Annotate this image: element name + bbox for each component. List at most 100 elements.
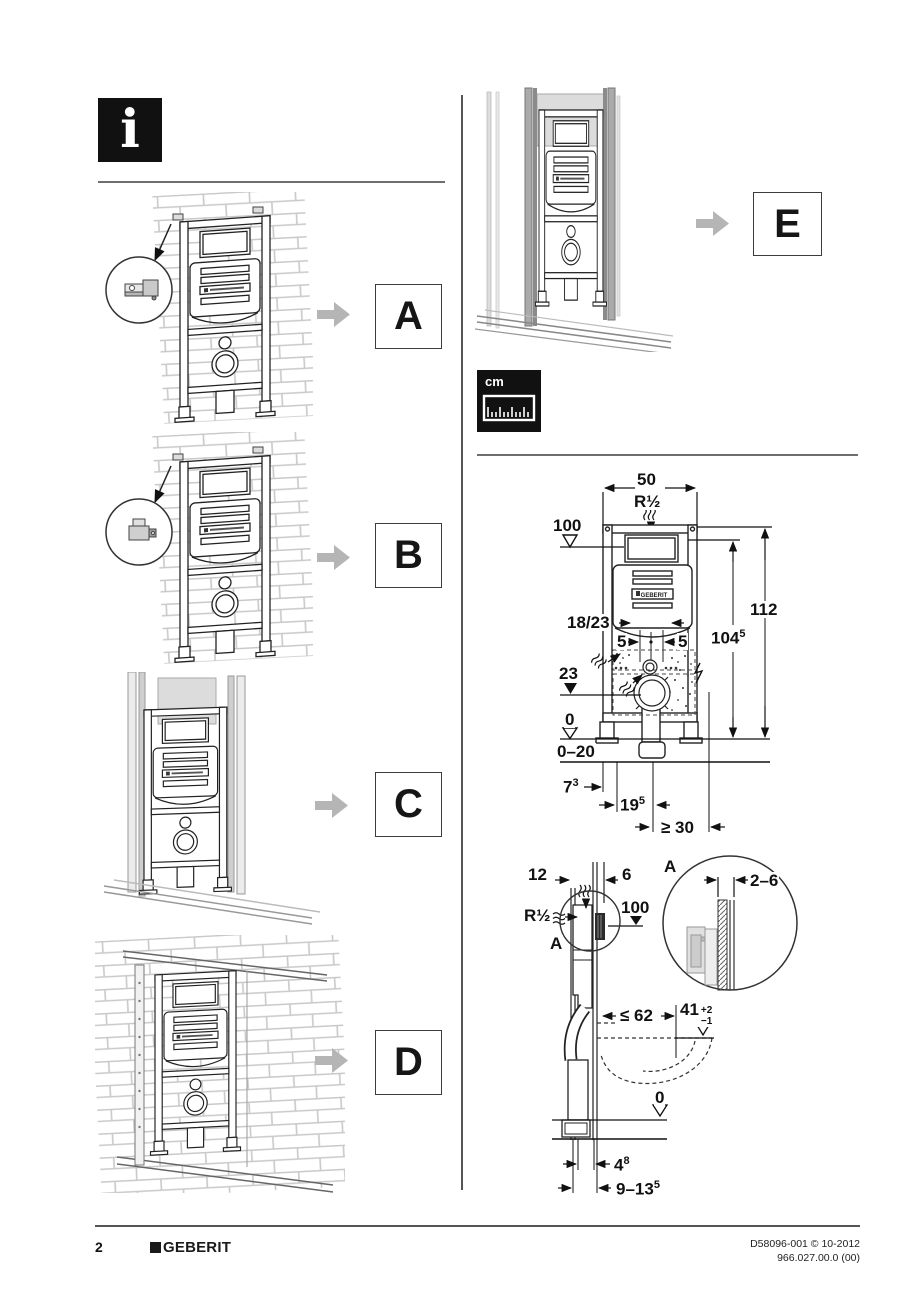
frame-outline bbox=[595, 524, 703, 759]
dim-level-100: 100 bbox=[620, 898, 651, 917]
actuator-box bbox=[595, 913, 605, 940]
step-letter-box-a: A bbox=[375, 284, 442, 349]
wc-bowl-dashed bbox=[597, 1022, 713, 1085]
detail-label-a: A bbox=[549, 934, 564, 953]
step-d-illustration bbox=[95, 935, 345, 1193]
wall-line bbox=[486, 91, 492, 327]
page-number: 2 bbox=[95, 1239, 103, 1255]
step-letter-box-b: B bbox=[375, 523, 442, 588]
step-arrow-icon bbox=[696, 211, 729, 236]
footer-rule bbox=[95, 1225, 860, 1227]
dim-height-104-5: 1045 bbox=[710, 628, 747, 648]
side-view-lines bbox=[552, 855, 798, 1193]
dim-max-62: ≤ 62 bbox=[619, 1006, 654, 1025]
dim-width-50: 50 bbox=[636, 470, 657, 489]
callout-pointer bbox=[154, 223, 172, 262]
detail-callout-label-a: A bbox=[663, 857, 678, 876]
header-rule-left bbox=[98, 181, 445, 183]
geberit-logo: GEBERIT bbox=[150, 1239, 231, 1256]
dim-depth-19-5: 195 bbox=[619, 795, 647, 815]
dim-level-100: 100 bbox=[552, 516, 583, 535]
steel-studs bbox=[127, 672, 246, 897]
supply-squiggle-horizontal bbox=[552, 912, 566, 925]
wall-hook-right bbox=[252, 446, 264, 454]
step-letter-box-e: E bbox=[753, 192, 822, 256]
dim-4-8: 48 bbox=[613, 1155, 631, 1175]
step-e-illustration bbox=[475, 87, 674, 352]
wall-channels bbox=[524, 87, 616, 327]
drain-pipe bbox=[567, 1059, 589, 1121]
step-letter: A bbox=[394, 294, 423, 338]
step-letter-box-d: D bbox=[375, 1030, 442, 1095]
column-divider bbox=[461, 95, 463, 1190]
level-triangle-open bbox=[561, 534, 579, 549]
step-arrow-icon bbox=[317, 545, 350, 570]
dim-supply-r12: R½ bbox=[633, 492, 662, 511]
doc-ref-line1: D58096-001 © 10-2012 bbox=[750, 1238, 860, 1250]
electric-bolt bbox=[693, 662, 704, 684]
step-c-illustration bbox=[103, 672, 321, 925]
level-triangle-filled bbox=[564, 683, 577, 694]
level-lines bbox=[560, 546, 770, 763]
wall-hook-right bbox=[252, 206, 264, 214]
info-icon-glyph: i bbox=[120, 99, 140, 160]
wall-hook-left bbox=[172, 453, 184, 461]
installation-frame bbox=[138, 706, 233, 896]
back-panel bbox=[157, 677, 217, 725]
wall-hook-left bbox=[172, 213, 184, 221]
dim-level-0: 0 bbox=[564, 710, 576, 729]
dim-range-0-20: 0–20 bbox=[556, 742, 596, 761]
wall-line bbox=[616, 95, 621, 317]
dim-offset-5-right: 5 bbox=[677, 632, 689, 651]
step-letter: E bbox=[774, 201, 801, 246]
dim-height-112: 112 bbox=[749, 600, 779, 619]
doc-ref-line2: 966.027.00.0 (00) bbox=[777, 1252, 860, 1264]
dim-12: 12 bbox=[527, 865, 548, 884]
dim-level-23: 23 bbox=[558, 664, 579, 683]
ruler-graphic bbox=[482, 394, 536, 422]
dim-supply-r12: R½ bbox=[523, 906, 552, 925]
step-letter: D bbox=[394, 1040, 423, 1084]
front-view-drawing: GEBERIT bbox=[520, 470, 840, 848]
baseboards bbox=[475, 309, 674, 352]
geberit-mini-square bbox=[636, 591, 640, 596]
level-triangle-open bbox=[561, 727, 579, 740]
callout-pointer bbox=[154, 465, 172, 504]
profile-holes bbox=[138, 981, 141, 1129]
detail-marker-circle bbox=[559, 890, 621, 952]
dim-level-0: 0 bbox=[654, 1088, 666, 1107]
mounting-rails bbox=[116, 950, 334, 1193]
dim-range-9-13-5: 9–135 bbox=[615, 1179, 661, 1199]
front-view-lines: GEBERIT bbox=[560, 483, 772, 832]
wall-line bbox=[495, 91, 500, 329]
step-a-illustration bbox=[105, 192, 313, 424]
cistern-side bbox=[572, 904, 593, 1009]
step-arrow-icon bbox=[315, 793, 348, 818]
step-letter: B bbox=[394, 533, 423, 577]
step-arrow-icon bbox=[317, 302, 350, 327]
anchor-dots bbox=[614, 666, 678, 670]
dim-range-2-6: 2–6 bbox=[749, 871, 780, 890]
connections bbox=[633, 630, 671, 712]
bottom-extension-lines bbox=[602, 692, 710, 832]
step-arrow-icon bbox=[315, 1048, 348, 1073]
cistern-brand-label: GEBERIT bbox=[641, 593, 668, 599]
document-reference: D58096-001 © 10-2012 966.027.00.0 (00) bbox=[750, 1237, 860, 1265]
step-b-illustration bbox=[105, 432, 313, 664]
dim-min-30: ≥ 30 bbox=[660, 818, 695, 837]
step-letter: C bbox=[394, 782, 423, 826]
side-view-drawing: 12 6 R½ 100 A A 2–6 ≤ 62 41+2−1 0 48 9–1… bbox=[515, 855, 845, 1203]
floor-rails bbox=[103, 879, 321, 925]
info-icon: i bbox=[98, 98, 162, 162]
rule-right-column bbox=[477, 454, 858, 456]
wall-anchor-bracket bbox=[124, 279, 159, 301]
step-letter-box-c: C bbox=[375, 772, 442, 837]
dim-depth-7-3: 73 bbox=[562, 777, 580, 797]
dim-outlet-18-23: 18/23 bbox=[566, 613, 611, 632]
geberit-logo-square bbox=[150, 1242, 161, 1253]
dim-offset-5-left: 5 bbox=[616, 632, 628, 651]
cm-unit-label: cm bbox=[485, 374, 504, 389]
geberit-logo-text: GEBERIT bbox=[163, 1239, 232, 1256]
brick-wall bbox=[95, 935, 345, 1193]
